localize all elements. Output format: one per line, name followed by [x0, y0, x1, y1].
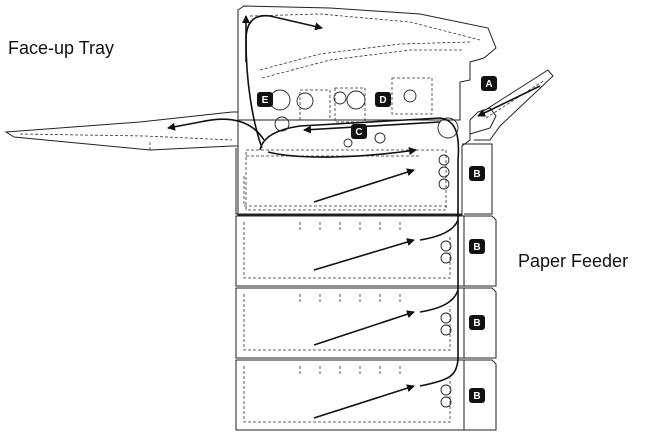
badge-a: A [481, 76, 497, 91]
paper-cassette-4 [235, 359, 465, 431]
badge-a-text: A [485, 79, 492, 90]
badge-b-4-text: B [473, 391, 480, 402]
badge-e-text: E [262, 95, 269, 106]
face-up-tray [4, 111, 239, 151]
badge-b-1: B [469, 166, 485, 181]
manual-feed-tray [474, 69, 554, 141]
badge-b-4: B [469, 388, 485, 403]
badge-c-text: C [355, 127, 362, 138]
paper-cassette-1 [235, 146, 463, 215]
badge-b-2-text: B [473, 242, 480, 253]
paper-cassette-3 [235, 287, 465, 359]
paper-cassette-2 [235, 215, 465, 287]
badge-d: D [375, 92, 391, 107]
badge-c: C [351, 124, 367, 139]
badge-b-3: B [469, 315, 485, 330]
paper-path-lines [167, 14, 541, 419]
badge-b-3-text: B [473, 318, 480, 329]
badge-b-1-text: B [473, 169, 480, 180]
badge-b-2: B [469, 239, 485, 254]
badge-e: E [257, 92, 273, 107]
badge-d-text: D [379, 95, 386, 106]
face-up-tray-label: Face-up Tray [8, 38, 114, 58]
paper-feeder-side-panel [462, 143, 497, 431]
paper-feeder-label: Paper Feeder [518, 251, 628, 271]
printer-main-body [237, 5, 497, 216]
